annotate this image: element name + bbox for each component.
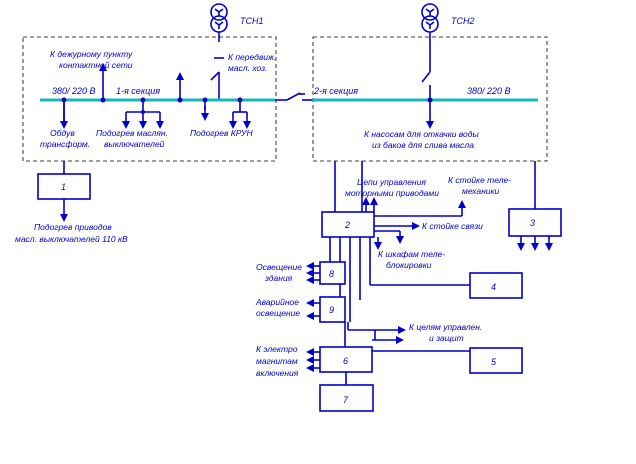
box-5: [469, 347, 523, 374]
box-1-number: 1: [61, 182, 66, 192]
protect-label-1: К целям управлен.: [409, 322, 482, 332]
pumps-label-1: К насосам для откачки воды: [364, 129, 479, 139]
box-3-number: 3: [530, 218, 535, 228]
box-9-number: 9: [329, 305, 334, 315]
kru-heat-label: Подогрев КРУН: [190, 128, 253, 138]
pumps-label-2: из баков для слива масла: [372, 140, 474, 150]
emergency-light-label-2: освещение: [256, 308, 300, 318]
tsn1-label: ТСН1: [240, 16, 264, 26]
duty-point-label-1: К дежурному пункту: [50, 49, 133, 59]
section-switch: [275, 92, 312, 101]
box-4-number: 4: [491, 282, 496, 292]
drive-heat-label-1: Подогрев приводов: [34, 222, 112, 232]
motor-control-label-2: моторными приводами: [345, 188, 439, 198]
comm-rack-label: К стойке связи: [422, 221, 483, 231]
protect-label-2: и защит: [429, 333, 464, 343]
tsn2-label: ТСН2: [451, 16, 475, 26]
teleblock-label-2: блокировки: [386, 260, 432, 270]
box-5-number: 5: [491, 357, 497, 367]
drive-heat-label-2: масл. выключателей 110 кВ: [15, 234, 128, 244]
left-cabinet-outline: [22, 36, 277, 162]
box-4: [469, 272, 523, 299]
box-7-number: 7: [343, 395, 349, 405]
workshop-label-1: К передвиж.: [228, 52, 276, 62]
voltage-left: 380/ 220 В: [52, 86, 96, 96]
motor-control-label-1: Цепи управления: [357, 177, 426, 187]
transformer-blow-label-2: трансформ.: [40, 139, 90, 149]
electromagnet-label-1: К электро: [256, 344, 298, 354]
teleblock-label-1: К шкафам теле-: [378, 249, 445, 259]
building-light-label-2: здания: [264, 273, 293, 283]
box-8-number: 8: [329, 269, 334, 279]
building-light-label-1: Освещение: [256, 262, 302, 272]
breaker-heat-label-1: Подогрев маслян.: [96, 128, 168, 138]
section-1-label: 1-я секция: [116, 86, 160, 96]
box-2: [321, 211, 375, 238]
transformer-tsn2: [421, 3, 439, 100]
voltage-right: 380/ 220 В: [467, 86, 511, 96]
telemech-label-2: механики: [462, 186, 499, 196]
section-2-label: 2-я секция: [313, 86, 358, 96]
workshop-label-2: масл. хоз.: [228, 63, 267, 73]
box-6-number: 6: [343, 356, 348, 366]
emergency-light-label-1: Аварийное: [255, 297, 299, 307]
transformer-blow-label-1: Обдув: [50, 128, 75, 138]
box-2-number: 2: [344, 220, 350, 230]
duty-point-label-2: контактной сети: [59, 60, 133, 70]
electromagnet-label-2: магнитам: [256, 356, 298, 366]
box-7: [319, 384, 374, 412]
electromagnet-label-3: включения: [256, 368, 299, 378]
telemech-label-1: К стойке теле-: [448, 175, 511, 185]
box-3: [508, 208, 562, 237]
breaker-heat-label-2: выключателей: [104, 139, 165, 149]
transformer-tsn1: [210, 3, 228, 100]
box-9: [319, 296, 346, 323]
box-1: [37, 173, 91, 200]
